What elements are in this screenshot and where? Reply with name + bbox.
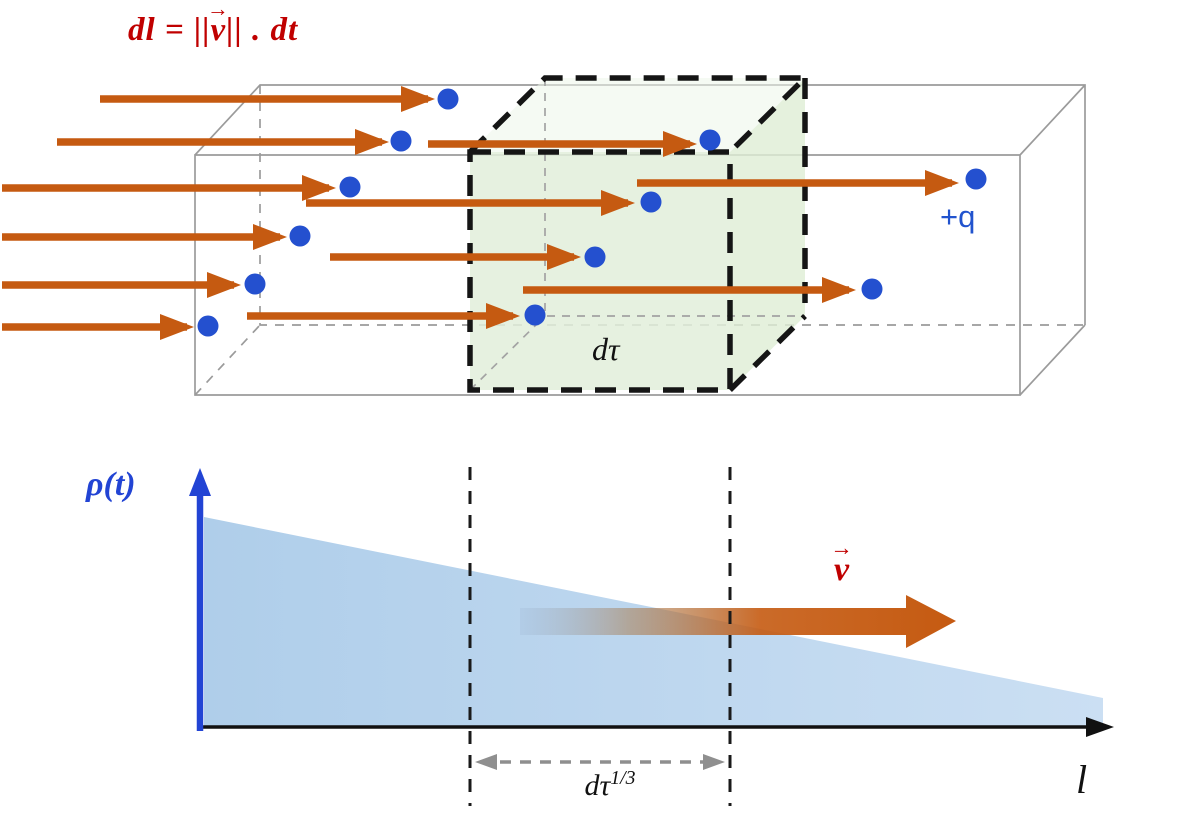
charge-dots [197,88,987,337]
extent-base: dτ [584,769,611,802]
charge-dot [289,225,311,247]
formula-lhs: dl = || [128,12,211,48]
density-plot [189,467,1114,806]
density-axis-label: ρ(t) [86,466,136,503]
charge-velocity-arrows [2,86,959,340]
charge-dot [699,129,721,151]
cube-top-face [470,78,805,152]
formula-vector-v: →v [207,0,229,48]
charge-dot [197,315,219,337]
charge-dot [339,176,361,198]
vector-arrow-icon: → [206,0,230,21]
volume-element-cube [467,75,812,393]
outer-box-hidden-edges [194,85,1085,396]
charge-dot [965,168,987,190]
length-axis-label: l [1076,757,1088,802]
flow-velocity-arrow [520,595,956,648]
extent-exponent: 1/3 [610,767,636,789]
volume-element-label: dτ [592,331,620,367]
velocity-symbol: v [834,551,850,588]
vector-arrow-icon: → [830,535,853,561]
velocity-label: →v [830,536,852,588]
charge-dot [524,304,546,326]
velocity-vector: →v [830,536,852,588]
charge-dot [390,130,412,152]
charge-dot [861,278,883,300]
charge-label: +q [940,199,976,234]
cube-dashed-edges [467,75,812,393]
cube-right-face [730,78,805,390]
flux-length-formula: dl = ||→v|| . dt [128,0,299,48]
charge-dot [244,273,266,295]
cube-front-face [470,152,730,390]
formula-vector-symbol: v [210,12,227,48]
charge-dot [437,88,459,110]
formula-rhs: || . dt [226,12,299,48]
charge-dot [640,191,662,213]
charge-dot [584,246,606,268]
cube-extent-label: dτ1/3 [530,767,690,802]
